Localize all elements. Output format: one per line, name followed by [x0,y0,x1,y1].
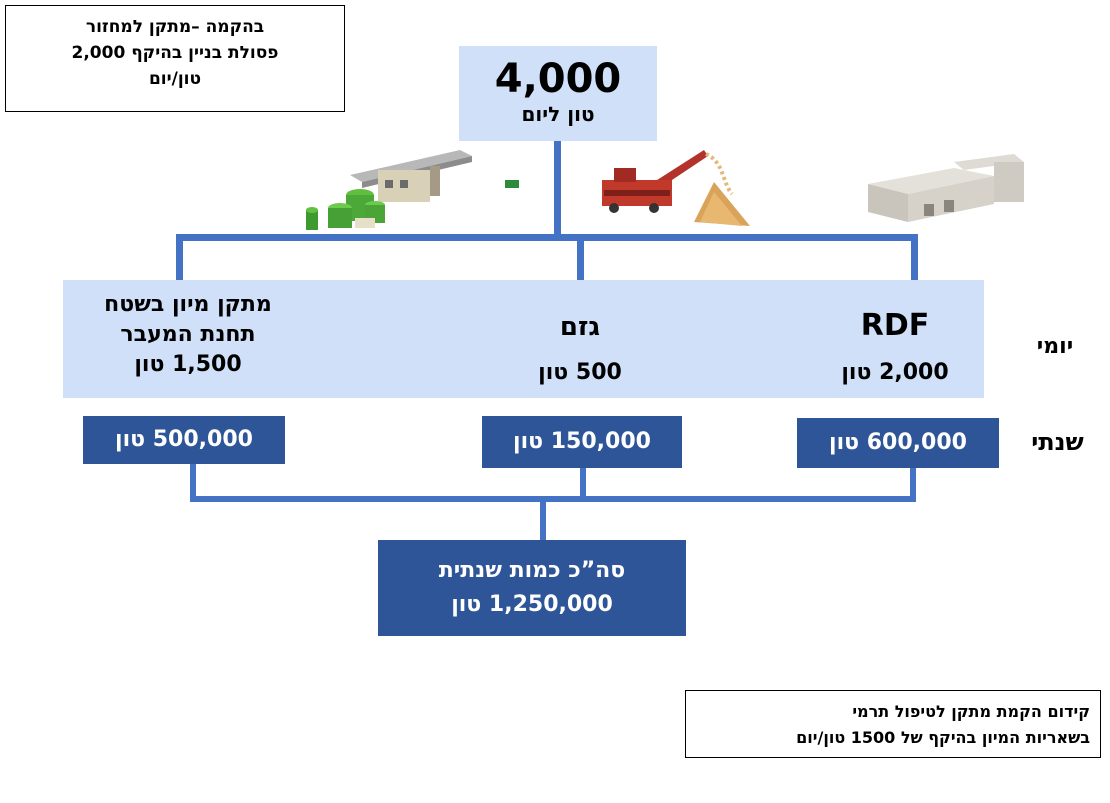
total-yearly-box: סה”כ כמות שנתית 1,250,000 טון [378,540,686,636]
shredder-truck-icon [602,150,750,226]
facility-rdf-daily: RDF 2,000 טון [795,308,995,388]
facility-rdf-yearly: 600,000 טון [797,418,999,468]
connector-mid-drop [577,234,584,280]
facility-pruning-name: גזם [559,312,601,342]
connector-bottom-vertical [540,496,546,540]
silo-plant-icon [306,150,472,230]
connector-top-horizontal [176,234,918,241]
facility-pruning-daily: גזם 500 טון [480,310,680,388]
factory-building-icon [868,154,1024,222]
total-daily-value: 4,000 [494,56,622,102]
facility-sorting-name-1: מתקן מיון בשטח [104,292,272,317]
total-yearly-amount: 1,250,000 טון [451,592,613,617]
facility-pruning-daily-amount: 500 טון [538,360,622,385]
total-yearly-label: סה”כ כמות שנתית [438,558,626,583]
facility-pruning-yearly: 150,000 טון [482,416,682,468]
note-thermal-line-1: קידום הקמת מתקן לטיפול תרמי [852,702,1090,721]
connector-left-drop [176,234,183,280]
facility-sorting-yearly: 500,000 טון [83,416,285,464]
connector-bottom-mid-drop [580,468,586,502]
note-line-1: בהקמה –מתקן למחזור [85,17,265,37]
connector-top-vertical [554,141,561,239]
connector-right-drop [911,234,918,280]
facility-rdf-daily-amount: 2,000 טון [841,360,949,385]
connector-bottom-horizontal [190,496,916,502]
total-daily-unit: טון ליום [521,102,595,126]
facility-sorting-name-2: תחנת המעבר [120,322,256,347]
note-thermal-line-2: בשאריות המיון בהיקף של 1500 טון/יום [796,728,1090,747]
row-label-daily: יומי [1036,334,1074,359]
daily-band [63,280,984,398]
connector-bottom-left-drop [190,464,196,502]
connector-bottom-right-drop [910,468,916,502]
small-green-vehicle-icon [505,180,519,188]
note-line-3: טון/יום [148,69,202,89]
facility-sorting-daily: מתקן מיון בשטח תחנת המעבר 1,500 טון [63,290,313,380]
facility-rdf-name: RDF [860,308,930,343]
note-thermal-treatment: קידום הקמת מתקן לטיפול תרמי בשאריות המיו… [685,690,1101,758]
facility-sorting-daily-amount: 1,500 טון [134,352,242,377]
total-daily-box: 4,000 טון ליום [459,46,657,141]
note-construction-facility: בהקמה –מתקן למחזור פסולת בניין בהיקף 2,0… [5,5,345,112]
note-line-2: פסולת בניין בהיקף 2,000 [71,43,279,63]
row-label-yearly: שנתי [1031,428,1084,456]
